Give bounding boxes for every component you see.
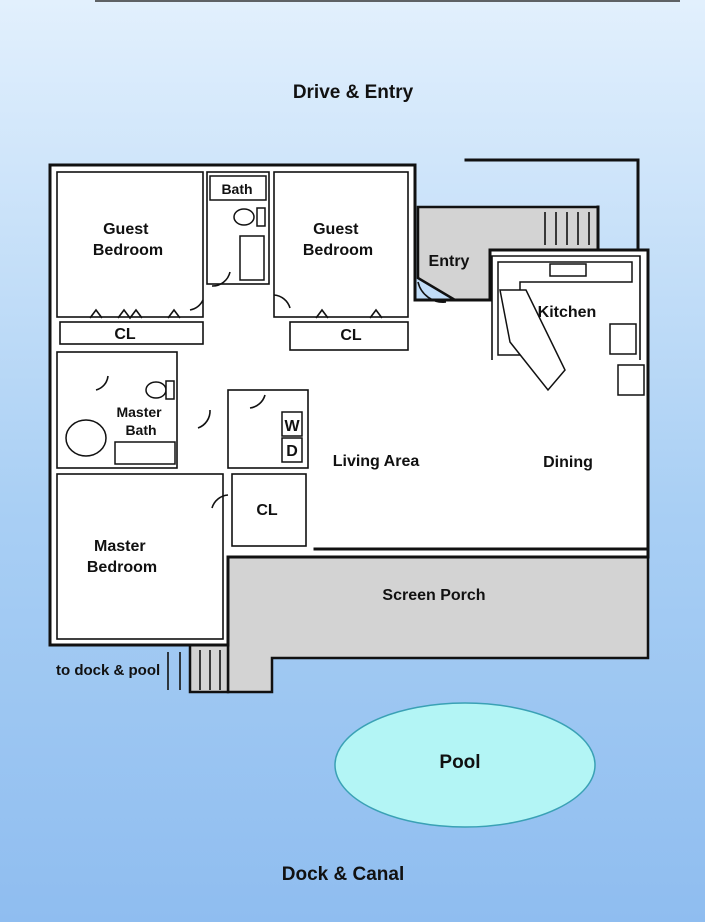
entry-label: Entry [429,253,470,270]
screen-porch-area [226,555,650,694]
closet-2-box [289,321,409,351]
master-bathtub [65,419,107,457]
door-swing [189,299,204,311]
to-dock-pool-label: to dock & pool [56,662,160,679]
refrigerator [617,364,645,396]
master-bedroom-label: Master Bedroom [87,538,157,576]
toilet-tank [256,207,266,227]
guest-bedroom-2-label: Guest Bedroom [303,221,373,259]
door-swing [197,409,211,429]
washer [281,411,303,437]
closet-door [117,308,143,320]
porch-steps [188,643,230,694]
master-toilet [145,381,167,399]
entry-roof-line [464,158,640,252]
dryer-label: D [286,443,298,460]
closet-door [315,308,329,319]
kitchen-island [499,289,566,392]
laundry-walls [227,389,309,469]
screen-porch-label: Screen Porch [382,587,485,604]
bath-label: Bath [221,181,252,197]
entry-door-swing [417,281,447,303]
closet-1-box [59,321,204,345]
pool-label: Pool [439,752,480,773]
master-bath-label: Master Bath [116,404,165,438]
bath-vanity [209,175,267,201]
washer-label: W [284,418,300,435]
closet-door [167,308,181,319]
kitchen-sink [549,263,587,277]
kitchen-walls [491,255,641,360]
master-bedroom-walls [56,473,224,640]
drive-entry-label: Drive & Entry [292,82,414,103]
dryer [281,437,303,463]
door-swing [273,294,291,309]
kitchen-label: Kitchen [538,304,597,321]
closet-1-label: CL [114,326,136,343]
master-toilet-tank [165,380,175,400]
living-area-label: Living Area [333,453,420,470]
bathtub [239,235,265,281]
closet-3-walls [231,473,307,547]
closet-2-label: CL [340,327,362,344]
toilet [233,208,255,226]
door-swing [211,494,229,509]
pool-shape [334,702,596,828]
door-swing [249,394,266,409]
dining-label: Dining [543,454,593,471]
closet-3-label: CL [256,502,278,519]
master-bath-walls [56,351,178,469]
stove [609,323,637,355]
kitchen-counter [497,261,633,356]
door-swing [95,375,109,391]
bath-walls [206,171,270,285]
guest-bedroom-2-walls [273,171,409,318]
closet-door [369,308,383,319]
closet-door [89,308,103,319]
master-vanity [114,441,176,465]
dock-canal-label: Dock & Canal [281,864,405,885]
door-swing [211,271,231,287]
guest-bedroom-1-label: Guest Bedroom [93,221,163,259]
